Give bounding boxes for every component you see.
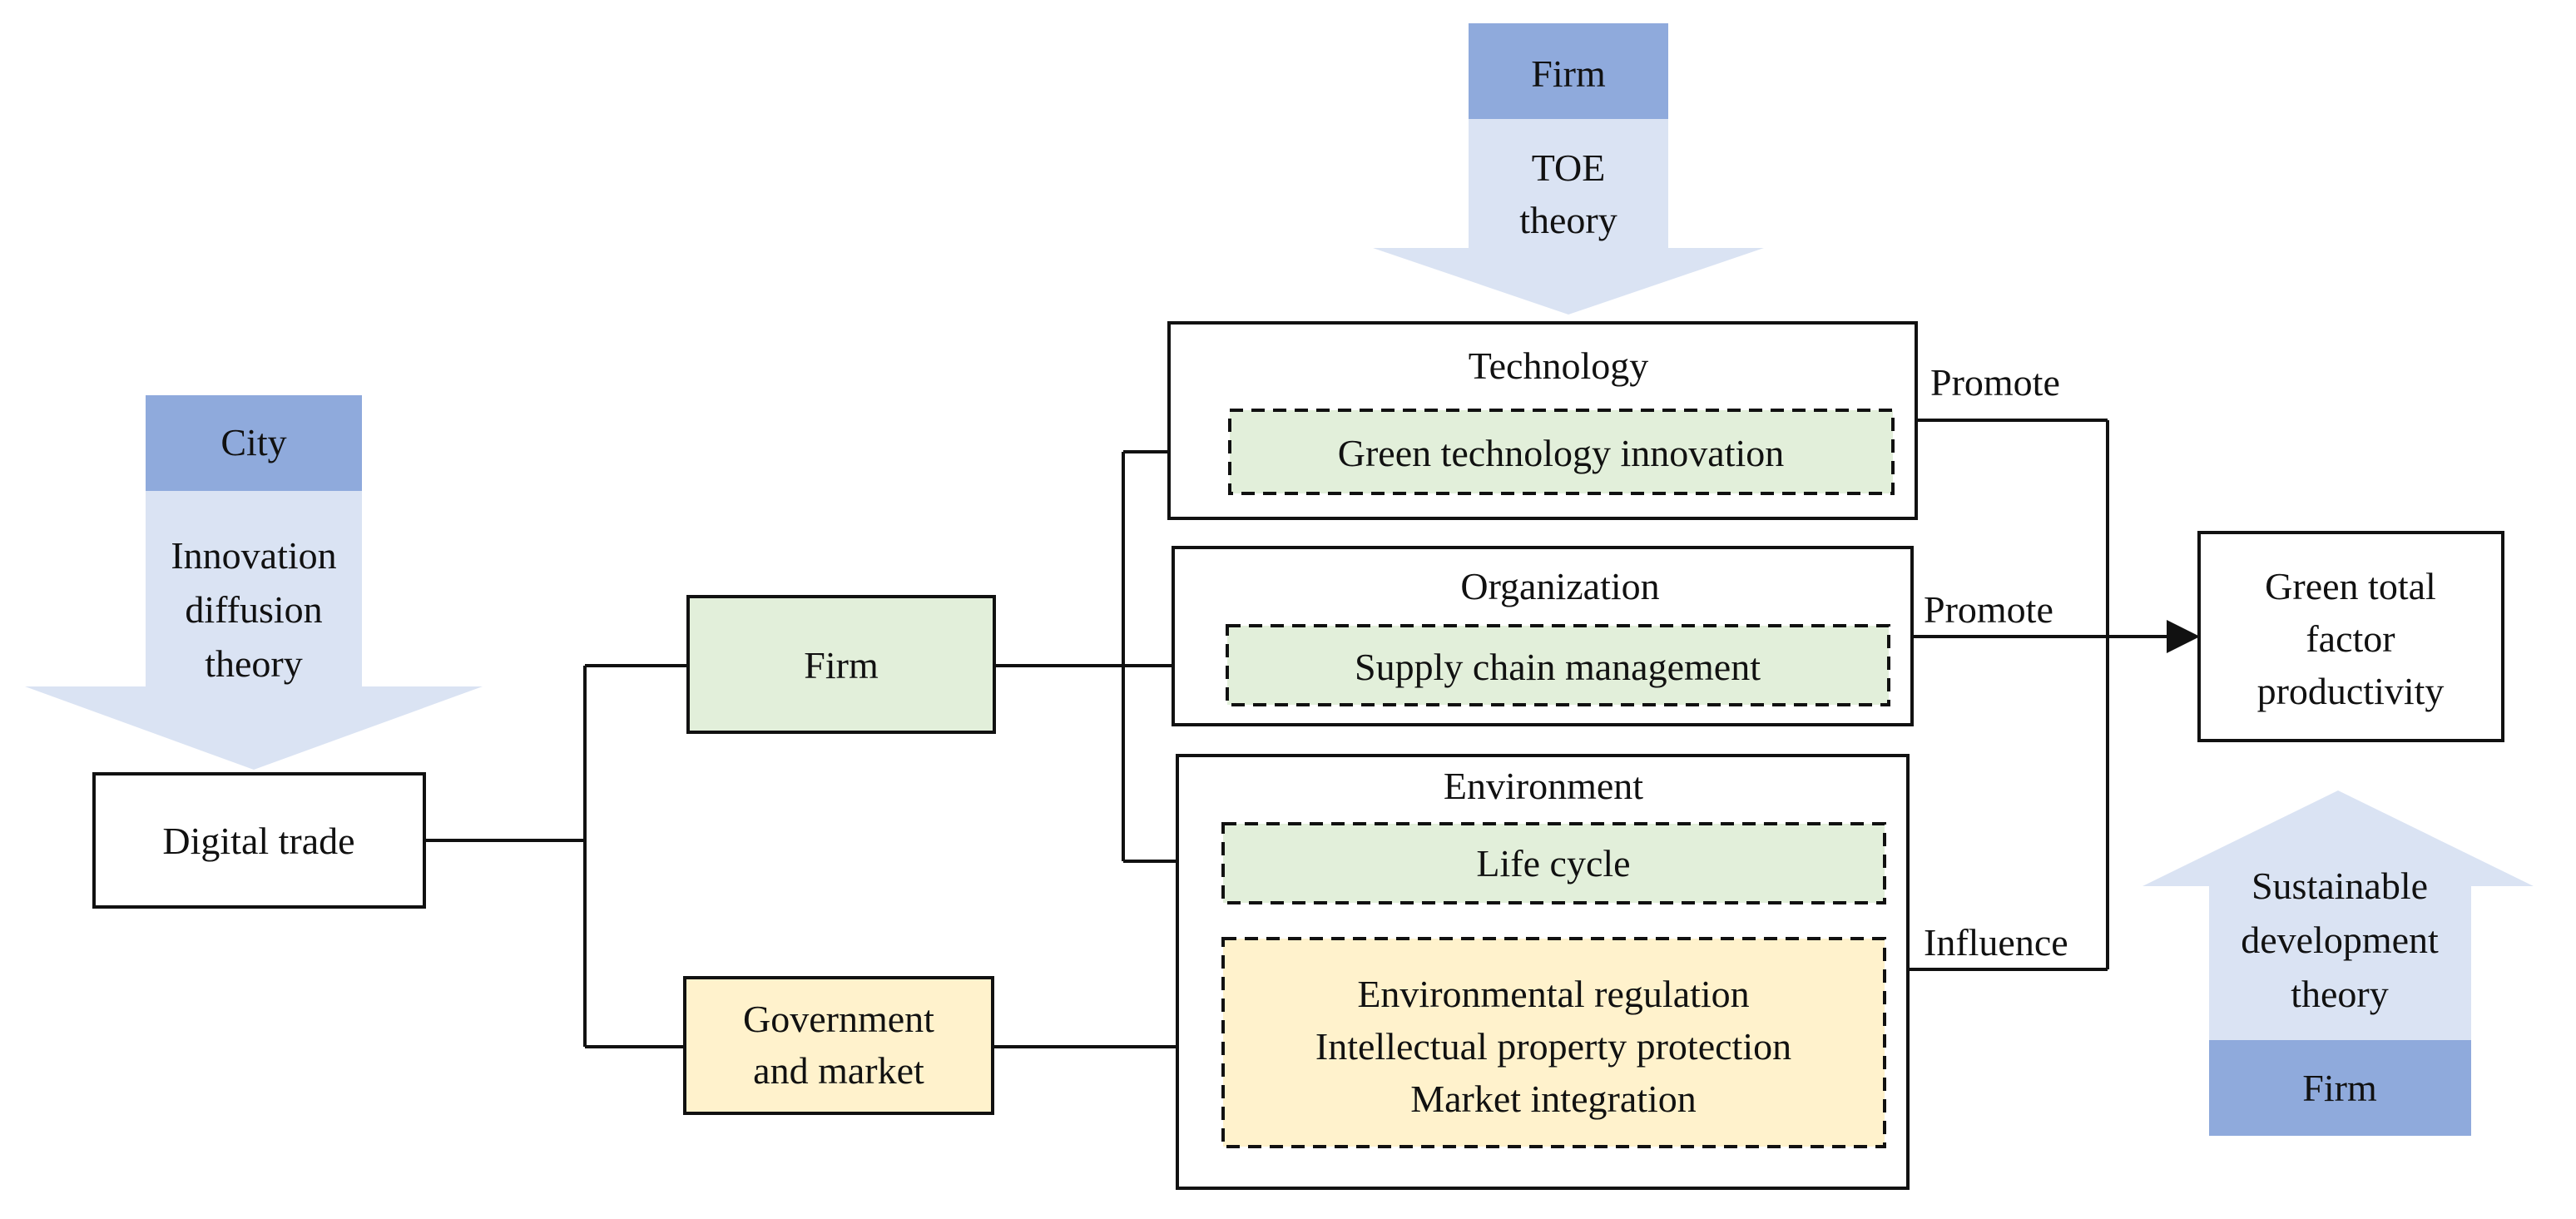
outcome-line-1: Green total [2265, 565, 2436, 607]
sustainable-tab-label: Firm [2302, 1067, 2377, 1109]
life-cycle-label: Life cycle [1476, 842, 1630, 885]
technology-title: Technology [1469, 344, 1649, 387]
city-tab-label: City [220, 421, 286, 463]
toe-theory-arrow: Firm TOE theory [1373, 23, 1764, 315]
green-tech-innovation-box [1228, 409, 1895, 495]
sustainable-theory-arrow: Sustainable development theory Firm [2143, 790, 2534, 1136]
firm-node: Firm [686, 595, 996, 734]
outcome-line-3: productivity [2257, 670, 2445, 712]
supply-chain-box [1226, 624, 1890, 706]
government-market-line-1: Government [743, 998, 934, 1040]
sustainable-theory-line-1: Sustainable [2252, 865, 2428, 907]
city-arrow-shape [25, 395, 483, 770]
government-market-box [683, 976, 994, 1115]
toe-theory-line-1: TOE [1532, 146, 1606, 189]
city-theory-line-3: theory [205, 642, 303, 685]
city-theory-arrow: City Innovation diffusion theory [25, 395, 483, 770]
organization-title: Organization [1460, 565, 1659, 607]
outcome-node: Green total factor productivity [2197, 531, 2504, 742]
promote-top-label: Promote [1930, 361, 2060, 404]
regulation-line-3: Market integration [1410, 1078, 1697, 1120]
technology-group: Technology Green technology innovation [1167, 321, 1918, 520]
city-tab [146, 395, 362, 491]
digital-trade-node: Digital trade [92, 772, 426, 909]
promote-mid-label: Promote [1924, 588, 2053, 631]
toe-theory-line-2: theory [1519, 199, 1617, 241]
environment-title: Environment [1444, 765, 1643, 807]
organization-group: Organization Supply chain management [1172, 546, 1914, 726]
green-tech-innovation-label: Green technology innovation [1338, 432, 1785, 474]
regulation-line-1: Environmental regulation [1357, 973, 1749, 1015]
city-theory-line-1: Innovation [171, 534, 336, 577]
toe-tab-label: Firm [1531, 52, 1606, 95]
digital-trade-label: Digital trade [162, 820, 354, 862]
outcome-box [2197, 531, 2504, 742]
regulation-line-2: Intellectual property protection [1315, 1025, 1791, 1068]
sustainable-theory-line-2: development [2241, 919, 2439, 961]
influence-label: Influence [1924, 921, 2068, 964]
outcome-line-2: factor [2306, 617, 2395, 660]
firm-label: Firm [804, 644, 879, 686]
supply-chain-label: Supply chain management [1355, 646, 1761, 688]
sustainable-tab [2209, 1040, 2471, 1136]
regulation-box [1221, 937, 1886, 1148]
sustainable-theory-line-3: theory [2291, 973, 2389, 1015]
firm-box [686, 595, 996, 734]
digital-trade-box [92, 772, 426, 909]
government-market-line-2: and market [753, 1049, 924, 1092]
life-cycle-box [1221, 822, 1886, 904]
environment-group: Environment Life cycle Environmental reg… [1176, 754, 1910, 1190]
government-market-node: Government and market [683, 976, 994, 1115]
city-theory-line-2: diffusion [185, 588, 322, 631]
toe-tab [1469, 23, 1668, 119]
